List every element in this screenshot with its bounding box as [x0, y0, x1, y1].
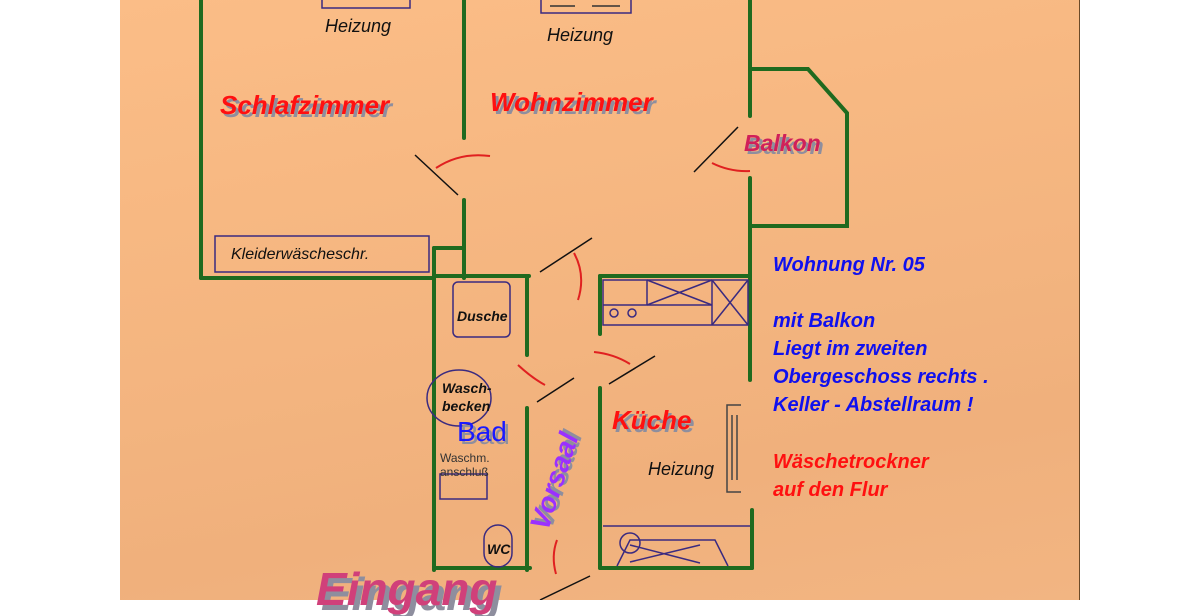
info-line-4: Keller - Abstellraum !	[773, 394, 974, 416]
fixtures	[214, 0, 750, 568]
info-line-1: mit Balkon	[773, 310, 876, 332]
waschmaschine-label-1: Waschm.	[440, 451, 490, 465]
info-line-3: Obergeschoss rechts .	[773, 366, 989, 388]
eingang-label: Eingang	[316, 563, 498, 615]
heizung-wohnzimmer-label: Heizung	[547, 25, 614, 45]
apartment-title: Wohnung Nr. 05	[773, 254, 925, 276]
wc-label: WC	[487, 541, 511, 557]
balkon-label: Balkon	[744, 130, 821, 156]
paper-edge	[1079, 0, 1080, 600]
kleiderschrank-label: Kleiderwäscheschr.	[231, 246, 370, 263]
heizung-kueche-label: Heizung	[648, 459, 715, 479]
door-swing-arrows	[435, 154, 751, 575]
info-line-2: Liegt im zweiten	[773, 338, 928, 360]
waschbecken-label-2: becken	[442, 398, 491, 414]
schlafzimmer-label: Schlafzimmer	[220, 90, 390, 120]
waschmaschine-label-2: anschluß	[440, 465, 489, 479]
dusche-label: Dusche	[457, 308, 508, 324]
waschbecken-label-1: Wasch-	[442, 380, 492, 396]
bad-label: Bad	[457, 416, 507, 447]
kueche-label: Küche	[612, 405, 692, 435]
wohnzimmer-label: Wohnzimmer	[490, 87, 653, 117]
floor-plan-drawing	[199, 0, 849, 600]
heizung-schlafzimmer-label: Heizung	[325, 16, 392, 36]
note-line-2: auf den Flur	[773, 479, 888, 501]
walls	[199, 0, 849, 572]
note-line-1: Wäschetrockner	[773, 451, 929, 473]
doors	[414, 126, 739, 600]
